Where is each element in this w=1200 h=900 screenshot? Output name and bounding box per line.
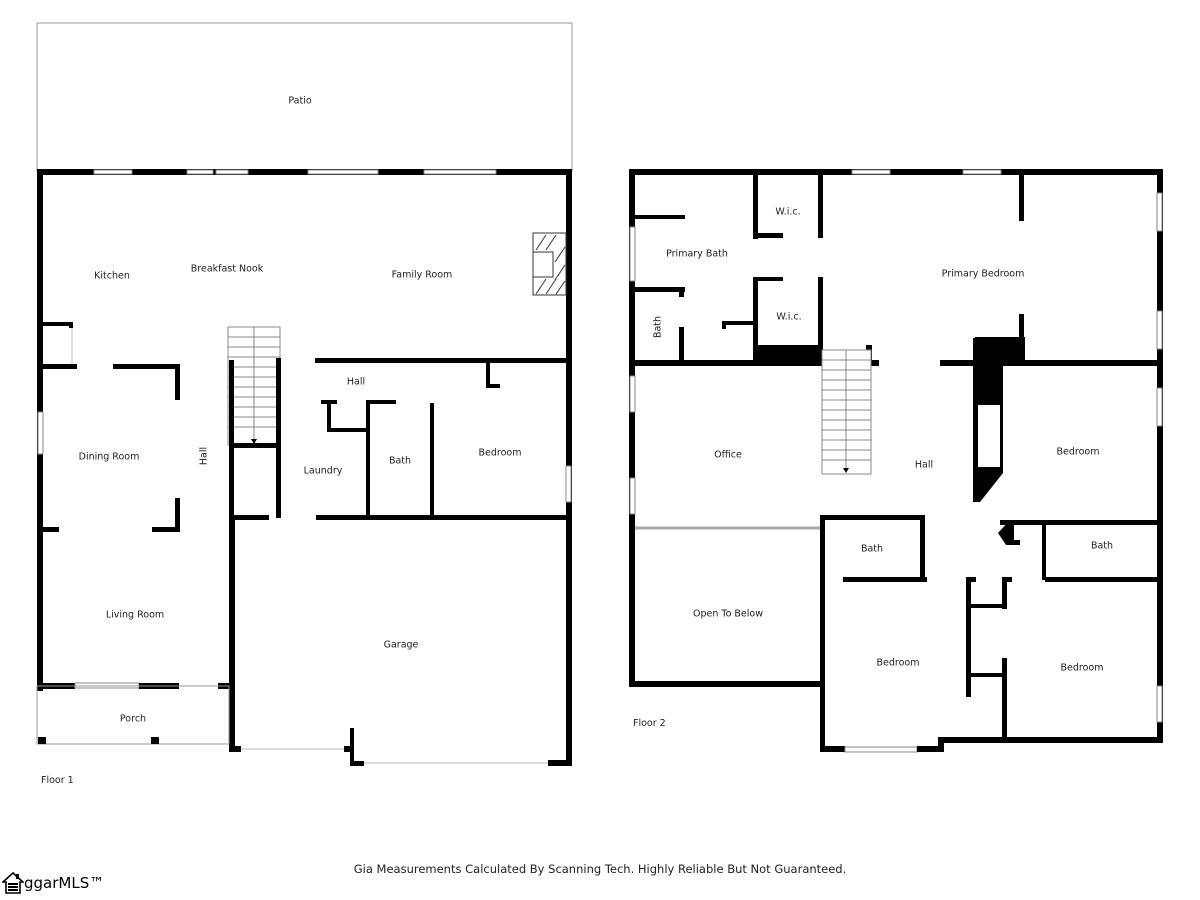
- room-label-kitchen: Kitchen: [94, 270, 130, 282]
- mls-logo: ggarMLS™: [2, 871, 104, 895]
- room-label-breakfast-nook: Breakfast Nook: [190, 263, 264, 275]
- room-label-living-room: Living Room: [105, 609, 165, 621]
- room-label-primary-bath: Primary Bath: [666, 248, 728, 260]
- room-label-patio: Patio: [288, 95, 312, 107]
- floor-1-label: Floor 1: [41, 775, 74, 786]
- room-label-laundry: Laundry: [303, 465, 343, 477]
- room-label-garage: Garage: [383, 639, 419, 651]
- room-label-hall-upper: Hall: [346, 376, 366, 388]
- floor-2-plan: [629, 169, 1163, 753]
- floor-1-plan: [36, 22, 573, 766]
- room-label-bath-small: Bath: [652, 315, 664, 339]
- house-icon: [2, 871, 24, 894]
- room-label-bedroom-center: Bedroom: [876, 657, 920, 669]
- logo-text: ggarMLS™: [24, 874, 105, 892]
- floor-2-label: Floor 2: [633, 718, 666, 729]
- room-label-bedroom-right: Bedroom: [1056, 446, 1100, 458]
- room-label-bath-center: Bath: [860, 543, 884, 555]
- room-label-bath-right: Bath: [1090, 540, 1114, 552]
- room-label-hall: Hall: [914, 459, 934, 471]
- stairs-icon: [821, 349, 872, 475]
- measurement-disclaimer: Gia Measurements Calculated By Scanning …: [353, 862, 847, 876]
- stairs-icon: [227, 326, 281, 446]
- room-label-open-to-below: Open To Below: [693, 608, 763, 620]
- room-label-wic-bottom: W.i.c.: [776, 311, 802, 323]
- room-label-dining-room: Dining Room: [78, 451, 140, 463]
- fireplace-icon: [532, 232, 567, 296]
- room-label-bedroom-bottom-right: Bedroom: [1060, 662, 1104, 674]
- room-label-hall-vertical: Hall: [198, 446, 210, 466]
- room-label-wic-top: W.i.c.: [775, 206, 801, 218]
- room-label-porch: Porch: [119, 713, 147, 725]
- room-label-family-room: Family Room: [391, 269, 453, 281]
- room-label-primary-bedroom: Primary Bedroom: [941, 268, 1025, 280]
- room-label-office: Office: [714, 449, 742, 461]
- room-label-bedroom: Bedroom: [478, 447, 522, 459]
- room-label-bath: Bath: [388, 455, 412, 467]
